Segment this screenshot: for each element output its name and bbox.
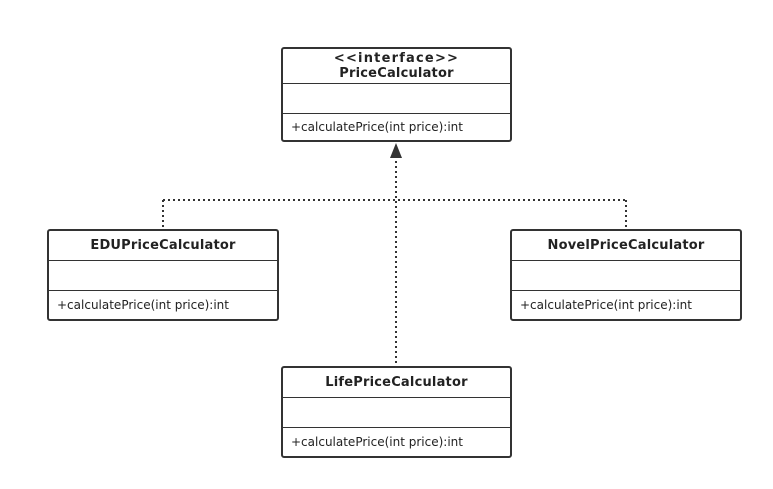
class-name-compartment: <<interface>> PriceCalculator xyxy=(283,49,510,84)
method-signature: +calculatePrice(int price):int xyxy=(520,298,692,312)
realization-arrowhead xyxy=(390,143,402,158)
class-edu-price-calculator[interactable]: EDUPriceCalculator +calculatePrice(int p… xyxy=(47,229,279,321)
interface-name: PriceCalculator xyxy=(339,66,454,81)
class-life-price-calculator[interactable]: LifePriceCalculator +calculatePrice(int … xyxy=(281,366,512,458)
class-name-compartment: LifePriceCalculator xyxy=(283,368,510,398)
method-signature: +calculatePrice(int price):int xyxy=(57,298,229,312)
interface-stereotype: <<interface>> xyxy=(333,51,460,66)
attributes-compartment xyxy=(49,261,277,291)
attributes-compartment xyxy=(283,84,510,114)
methods-compartment: +calculatePrice(int price):int xyxy=(512,291,740,319)
methods-compartment: +calculatePrice(int price):int xyxy=(49,291,277,319)
class-name: NovelPriceCalculator xyxy=(547,238,705,253)
methods-compartment: +calculatePrice(int price):int xyxy=(283,428,510,456)
methods-compartment: +calculatePrice(int price):int xyxy=(283,114,510,140)
attributes-compartment xyxy=(512,261,740,291)
class-name: LifePriceCalculator xyxy=(325,375,468,390)
method-signature: +calculatePrice(int price):int xyxy=(291,435,463,449)
method-signature: +calculatePrice(int price):int xyxy=(291,120,463,134)
attributes-compartment xyxy=(283,398,510,428)
interface-price-calculator[interactable]: <<interface>> PriceCalculator +calculate… xyxy=(281,47,512,142)
class-name-compartment: NovelPriceCalculator xyxy=(512,231,740,261)
class-name: EDUPriceCalculator xyxy=(90,238,236,253)
class-novel-price-calculator[interactable]: NovelPriceCalculator +calculatePrice(int… xyxy=(510,229,742,321)
class-name-compartment: EDUPriceCalculator xyxy=(49,231,277,261)
